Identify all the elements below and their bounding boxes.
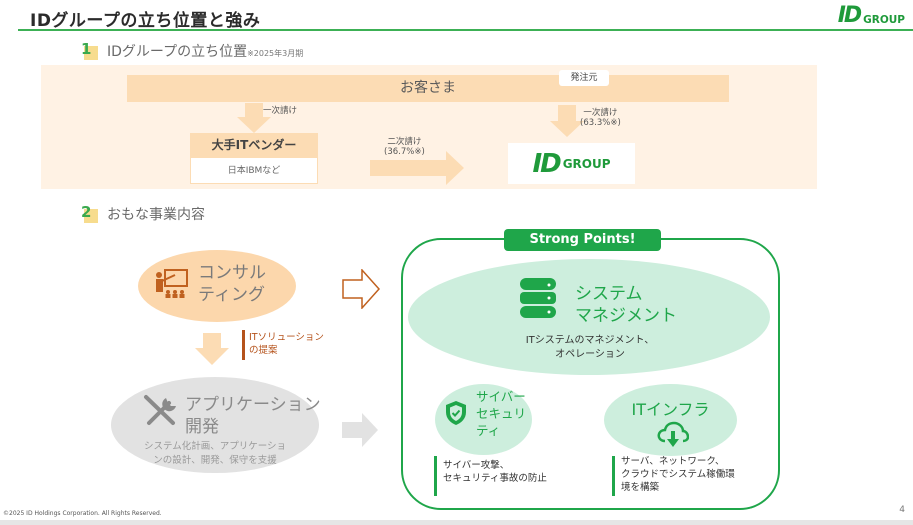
application-line-1: アプリケーション <box>185 395 321 415</box>
application-title: アプリケーション 開発 <box>185 394 321 438</box>
section-1-title-text: IDグループの立ち位置 <box>107 44 248 60</box>
proposal-line-2: の提案 <box>249 345 278 356</box>
badge-highlight <box>84 46 98 60</box>
idgroup-logo-mark: ID <box>532 148 561 179</box>
title-underline <box>18 29 913 31</box>
system-management-desc-1: ITシステムのマネジメント、 <box>525 335 655 346</box>
cyber-security-line-1: サイバー <box>476 389 526 404</box>
cyber-security-desc-1: サイバー攻撃、 <box>443 460 510 471</box>
system-management-line-2: マネジメント <box>575 306 677 326</box>
primary-contract-label-left: 一次請け <box>263 106 298 116</box>
tools-icon <box>144 395 176 425</box>
brand-logo: ID GROUP <box>838 5 905 27</box>
system-management-ellipse <box>408 259 770 375</box>
idgroup-logo-box: ID GROUP <box>508 143 635 184</box>
footer-strip <box>0 520 913 525</box>
system-management-title: システム マネジメント <box>575 283 677 327</box>
vendor-title: 大手ITベンダー <box>190 133 318 158</box>
consulting-line-2: ティング <box>198 285 265 305</box>
cyber-security-title: サイバー セキュリ ティ <box>476 388 526 439</box>
system-management-line-1: システム <box>575 284 643 304</box>
cyber-security-line-2: セキュリ <box>476 406 527 421</box>
it-infra-desc-1: サーバ、ネットワーク、 <box>621 456 725 467</box>
primary-contract-share: (63.3%※) <box>580 118 621 128</box>
it-infra-desc-2: クラウドでシステム稼働環 <box>621 469 735 480</box>
section-2-number-badge: 2 <box>80 203 98 223</box>
section-1-title: IDグループの立ち位置※2025年3月期 <box>107 41 303 61</box>
consulting-title: コンサル ティング <box>198 262 266 306</box>
vendor-box: 大手ITベンダー 日本IBMなど <box>190 133 318 184</box>
down-arrow-icon <box>550 105 584 137</box>
outline-right-arrow-icon <box>342 269 380 309</box>
cyber-security-accent-bar <box>434 456 437 496</box>
cloud-download-icon <box>657 421 689 447</box>
grey-right-arrow-icon <box>342 413 378 447</box>
application-desc-2: ンの設計、開発、保守を支援 <box>153 455 277 466</box>
copyright: ©2025 ID Holdings Corporation. All Right… <box>3 510 162 517</box>
down-arrow-icon <box>237 103 271 133</box>
application-desc-1: システム化計画、アプリケーショ <box>143 441 287 452</box>
section-1-number-badge: 1 <box>80 40 98 60</box>
secondary-contract-share: (36.7%※) <box>384 147 425 157</box>
proposal-line-1: ITソリューション <box>249 332 324 343</box>
primary-contract-label-right: 一次請け (63.3%※) <box>580 108 621 128</box>
section-2-number: 2 <box>81 203 92 221</box>
it-infra-desc-3: 境を構築 <box>621 482 660 493</box>
page-title: IDグループの立ち位置と強み <box>30 11 261 31</box>
badge-highlight <box>84 209 98 223</box>
cyber-security-desc-2: セキュリティ事故の防止 <box>443 473 547 484</box>
proposal-accent-bar <box>242 330 245 360</box>
it-infra-accent-bar <box>612 456 615 496</box>
it-infra-ellipse <box>604 384 737 456</box>
it-infra-description: サーバ、ネットワーク、 クラウドでシステム稼働環 境を構築 <box>621 455 735 494</box>
system-management-description: ITシステムのマネジメント、 オペレーション <box>480 334 700 362</box>
application-description: システム化計画、アプリケーショ ンの設計、開発、保守を支援 <box>120 440 310 468</box>
page-number: 4 <box>899 505 905 515</box>
brand-logo-word: GROUP <box>863 14 905 26</box>
consulting-line-1: コンサル <box>198 263 266 283</box>
secondary-contract-text: 二次請け <box>387 137 422 147</box>
right-arrow-icon <box>370 151 464 185</box>
presentation-icon <box>156 269 188 298</box>
idgroup-logo-word: GROUP <box>562 156 611 171</box>
application-line-2: 開発 <box>185 417 219 437</box>
primary-contract-label: 一次請け <box>583 108 618 118</box>
section-1-note: ※2025年3月期 <box>247 49 304 58</box>
proposal-text: ITソリューション の提案 <box>249 331 324 357</box>
cyber-security-line-3: ティ <box>476 423 501 438</box>
brand-logo-mark: ID <box>837 3 862 28</box>
vendor-example: 日本IBMなど <box>190 158 318 184</box>
system-management-desc-2: オペレーション <box>555 349 625 360</box>
shield-check-icon <box>446 401 466 425</box>
order-source-badge: 発注元 <box>559 70 609 86</box>
down-arrow-icon <box>195 333 229 365</box>
customer-bar: お客さま <box>127 75 729 102</box>
strong-points-label: Strong Points! <box>504 229 661 251</box>
database-icon <box>520 278 556 318</box>
section-1-number: 1 <box>81 40 92 58</box>
secondary-contract-label: 二次請け (36.7%※) <box>384 137 425 157</box>
cyber-security-description: サイバー攻撃、 セキュリティ事故の防止 <box>443 459 547 485</box>
section-2-title: おもな事業内容 <box>107 207 205 223</box>
it-infra-title: ITインフラ <box>631 400 710 419</box>
application-ellipse <box>111 377 319 473</box>
